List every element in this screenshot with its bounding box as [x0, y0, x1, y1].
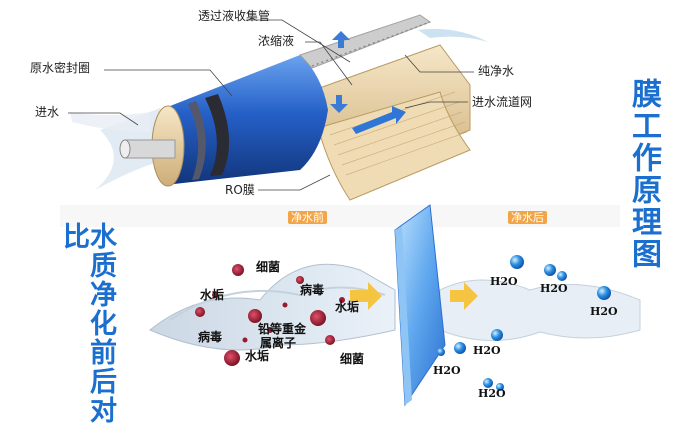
- clean-water-flow: [439, 279, 641, 342]
- flow-arrow-up: [332, 31, 350, 48]
- flow-arrow-right: [352, 106, 406, 134]
- label-ro-membrane: RO膜: [225, 183, 255, 197]
- label-brine-seal: 原水密封圈: [30, 61, 91, 75]
- contaminant-label-scale: 水垢: [245, 349, 270, 363]
- contaminant-label-scale: 水垢: [335, 300, 360, 314]
- contaminant-label-bacteria: 细菌: [340, 352, 365, 366]
- comparison-scene: [60, 204, 641, 407]
- h2o-label: H2O: [478, 387, 506, 400]
- raw-water-flow: [149, 263, 396, 351]
- label-pure-water: 纯净水: [478, 64, 515, 78]
- before-flow-arrow: [350, 282, 382, 310]
- h2o-label: H2O: [540, 282, 568, 295]
- tag-before-purification: 净水前: [288, 211, 327, 224]
- contaminant-label-virus: 病毒: [300, 283, 325, 297]
- brine-seal-ring: [205, 94, 230, 176]
- h2o-label: H2O: [473, 344, 501, 357]
- h2o-label: H2O: [433, 364, 461, 377]
- diagram-title-membrane-principle: 膜工作原理图: [626, 78, 661, 270]
- contaminant-label-heavy-metal: 铅等重金: [258, 322, 307, 336]
- pure-water-stream: [418, 28, 488, 42]
- label-permeate-tube: 透过液收集管: [198, 9, 271, 23]
- inlet-water-jet-2: [70, 112, 150, 132]
- after-flow-arrow: [450, 282, 478, 310]
- h2o-label: H2O: [590, 305, 618, 318]
- flow-arrow-down: [330, 95, 348, 113]
- tag-after-purification: 净水后: [508, 211, 547, 224]
- contaminant-label-virus: 病毒: [198, 330, 223, 344]
- contaminant-label-heavy-metal-ions: 属离子: [260, 336, 297, 350]
- contaminant-particles: [195, 264, 345, 366]
- contaminant-label-scale: 水垢: [200, 288, 225, 302]
- clean-water-droplets: [437, 255, 611, 391]
- membrane-element: [70, 14, 488, 201]
- h2o-label: H2O: [490, 275, 518, 288]
- label-concentrate: 浓缩液: [258, 34, 295, 48]
- label-feed-spacer: 进水流道网: [472, 95, 533, 109]
- permeate-collection-tube: [124, 139, 176, 159]
- leader-lines: [68, 19, 474, 191]
- contaminant-label-bacteria: 细菌: [256, 260, 281, 274]
- membrane-leaf-curl: [317, 91, 471, 201]
- diagram-title-water-comparison: 水质净化前后对比: [58, 222, 116, 425]
- label-inlet: 进水: [35, 105, 60, 119]
